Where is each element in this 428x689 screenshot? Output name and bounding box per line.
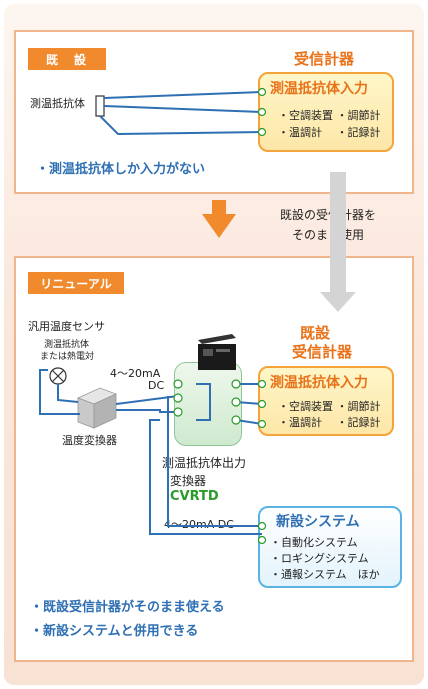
renewal-tag: リニューアル [28,272,124,294]
signal1-line-1: 4～20mA [110,367,161,380]
down-arrow-icon [202,200,236,238]
existing-input-box-title: 測温抵抗体入力 [270,81,368,97]
sensor-sub-1: 測温抵抗体 [44,340,90,350]
middle-note-line-2: そのまま使用 [292,228,365,242]
renewal-input-box-title: 測温抵抗体入力 [270,375,368,391]
renewal-receiver-title-1: 既設 [300,324,331,342]
new-system-box [258,506,402,588]
existing-input-line-1: ・空調装置 ・調節計 [278,109,381,122]
converter-label-2: 変換器 [170,474,207,488]
converter-model: CVRTD [170,489,219,504]
renewal-input-line-2: ・温調計 ・記録計 [278,416,381,429]
existing-terminals [257,87,267,137]
existing-sensor-label: 測温抵抗体 [30,97,85,110]
converter-body [174,362,242,446]
renewal-receiver-title-2: 受信計器 [292,343,353,361]
existing-input-line-2: ・温調計 ・記録計 [278,126,381,139]
renewal-input-line-1: ・空調装置 ・調節計 [278,400,381,413]
sensor-icon [49,367,67,385]
renewal-input-box [258,366,394,436]
middle-note-line-1: 既設の受信計器を [280,208,377,222]
existing-wires [99,91,263,136]
renewal-note-1: ・既設受信計器がそのまま使える [30,600,225,615]
transducer-label: 温度変換器 [62,434,117,447]
new-system-title: 新設システム [276,514,360,530]
sensor-title: 汎用温度センサ [28,320,105,333]
renewal-panel [14,256,414,662]
existing-receiver-title: 受信計器 [294,50,355,68]
new-system-line-2: ・ロギングシステム [270,552,369,565]
converter-device-icon [198,334,236,370]
sensor-sub-2: または熱電対 [40,352,95,362]
transducer-icon [76,387,118,429]
new-system-line-3: ・通報システム ほか [270,568,380,581]
signal1-line-2: DC [148,379,165,392]
gray-arrow-icon [320,172,356,312]
new-system-line-1: ・自動化システム [270,536,358,549]
existing-note: ・測温抵抗体しか入力がない [36,162,206,177]
renewal-wires [39,369,263,535]
existing-tag: 既 設 [28,48,106,70]
converter-label-1: 測温抵抗体出力 [162,456,247,470]
existing-sensor-element [95,95,105,117]
renewal-terminals [173,379,267,545]
renewal-note-2: ・新設システムと併用できる [30,624,199,639]
signal2: 4～20mA DC [164,518,234,531]
